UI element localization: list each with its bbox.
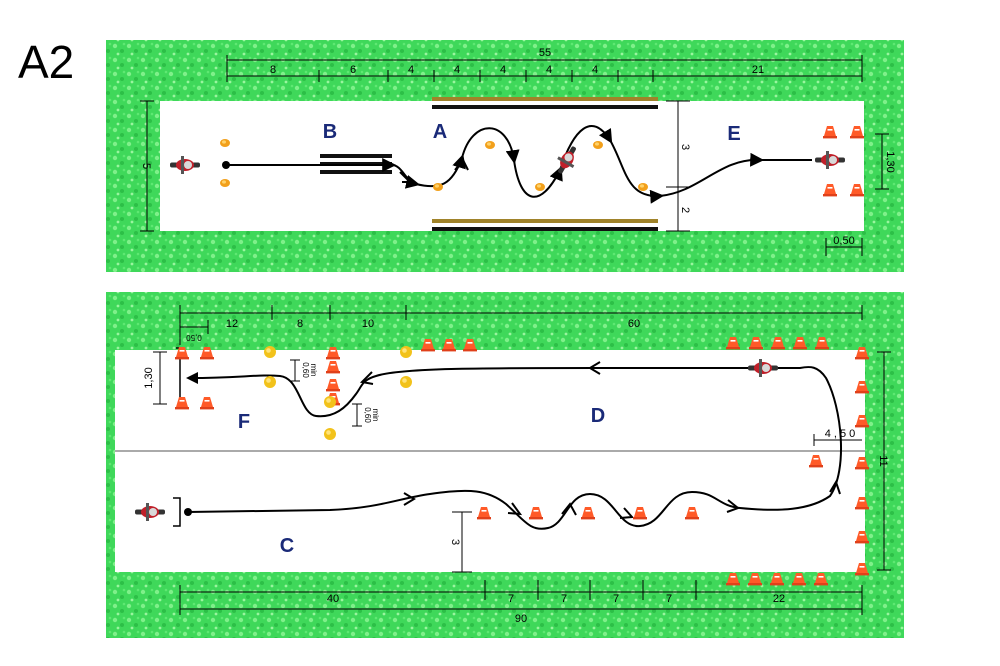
zone-label-e: E bbox=[727, 123, 740, 145]
bottom-top-segment-2: 8 bbox=[297, 318, 303, 330]
bottom-top-segment-4: 60 bbox=[628, 318, 640, 330]
top-segment-6: 4 bbox=[546, 64, 552, 76]
gate-width-dimension: 1,30 bbox=[884, 151, 896, 172]
spacing-2-unit: min bbox=[371, 409, 380, 422]
top-segment-4: 4 bbox=[454, 64, 460, 76]
top-segment-1: 8 bbox=[270, 64, 276, 76]
lane-lower-dimension: 2 bbox=[679, 207, 691, 213]
bottom-segment-2: 7 bbox=[508, 593, 514, 605]
small-top-dimension: 0,50 bbox=[186, 333, 202, 342]
slalom-offset-dimension: 3 bbox=[449, 539, 461, 545]
top-segment-5: 4 bbox=[500, 64, 506, 76]
zone-label-f: F bbox=[238, 411, 250, 433]
bottom-top-segment-1: 12 bbox=[226, 318, 238, 330]
top-segment-7: 4 bbox=[592, 64, 598, 76]
bottom-segment-5: 7 bbox=[666, 593, 672, 605]
gate-left-dimension: 1,30 bbox=[143, 367, 155, 388]
top-segment-8: 21 bbox=[752, 64, 764, 76]
bottom-total-dimension: 90 bbox=[515, 613, 527, 625]
gate-depth-dimension: 0,50 bbox=[833, 235, 854, 247]
top-segment-3: 4 bbox=[408, 64, 414, 76]
zone-label-a: A bbox=[433, 121, 447, 143]
bottom-panel: 12 8 10 60 0,50 1,30 0,60 min 0,60 min 1… bbox=[106, 292, 904, 638]
spacing-2-value: 0,60 bbox=[363, 407, 372, 423]
bottom-segment-4: 7 bbox=[613, 593, 619, 605]
zone-label-d: D bbox=[591, 405, 605, 427]
spacing-1-unit: min bbox=[309, 364, 318, 377]
lane-upper-dimension: 3 bbox=[679, 144, 691, 150]
bottom-top-segment-3: 10 bbox=[362, 318, 374, 330]
right-height-dimension: 11 bbox=[877, 455, 889, 466]
zone-label-b: B bbox=[323, 121, 337, 143]
diagram-title: A2 bbox=[18, 36, 74, 88]
bottom-segment-6: 22 bbox=[773, 593, 785, 605]
bottom-segment-1: 40 bbox=[327, 593, 339, 605]
bottom-segment-3: 7 bbox=[561, 593, 567, 605]
top-panel: 55 8 6 4 4 4 4 4 21 5 3 2 1,30 0,50 bbox=[106, 40, 904, 272]
top-total-dimension: 55 bbox=[539, 47, 551, 59]
spacing-1-value: 0,60 bbox=[301, 362, 310, 378]
zone-label-c: C bbox=[280, 535, 294, 557]
top-left-width: 5 bbox=[140, 163, 152, 169]
top-segment-2: 6 bbox=[350, 64, 356, 76]
